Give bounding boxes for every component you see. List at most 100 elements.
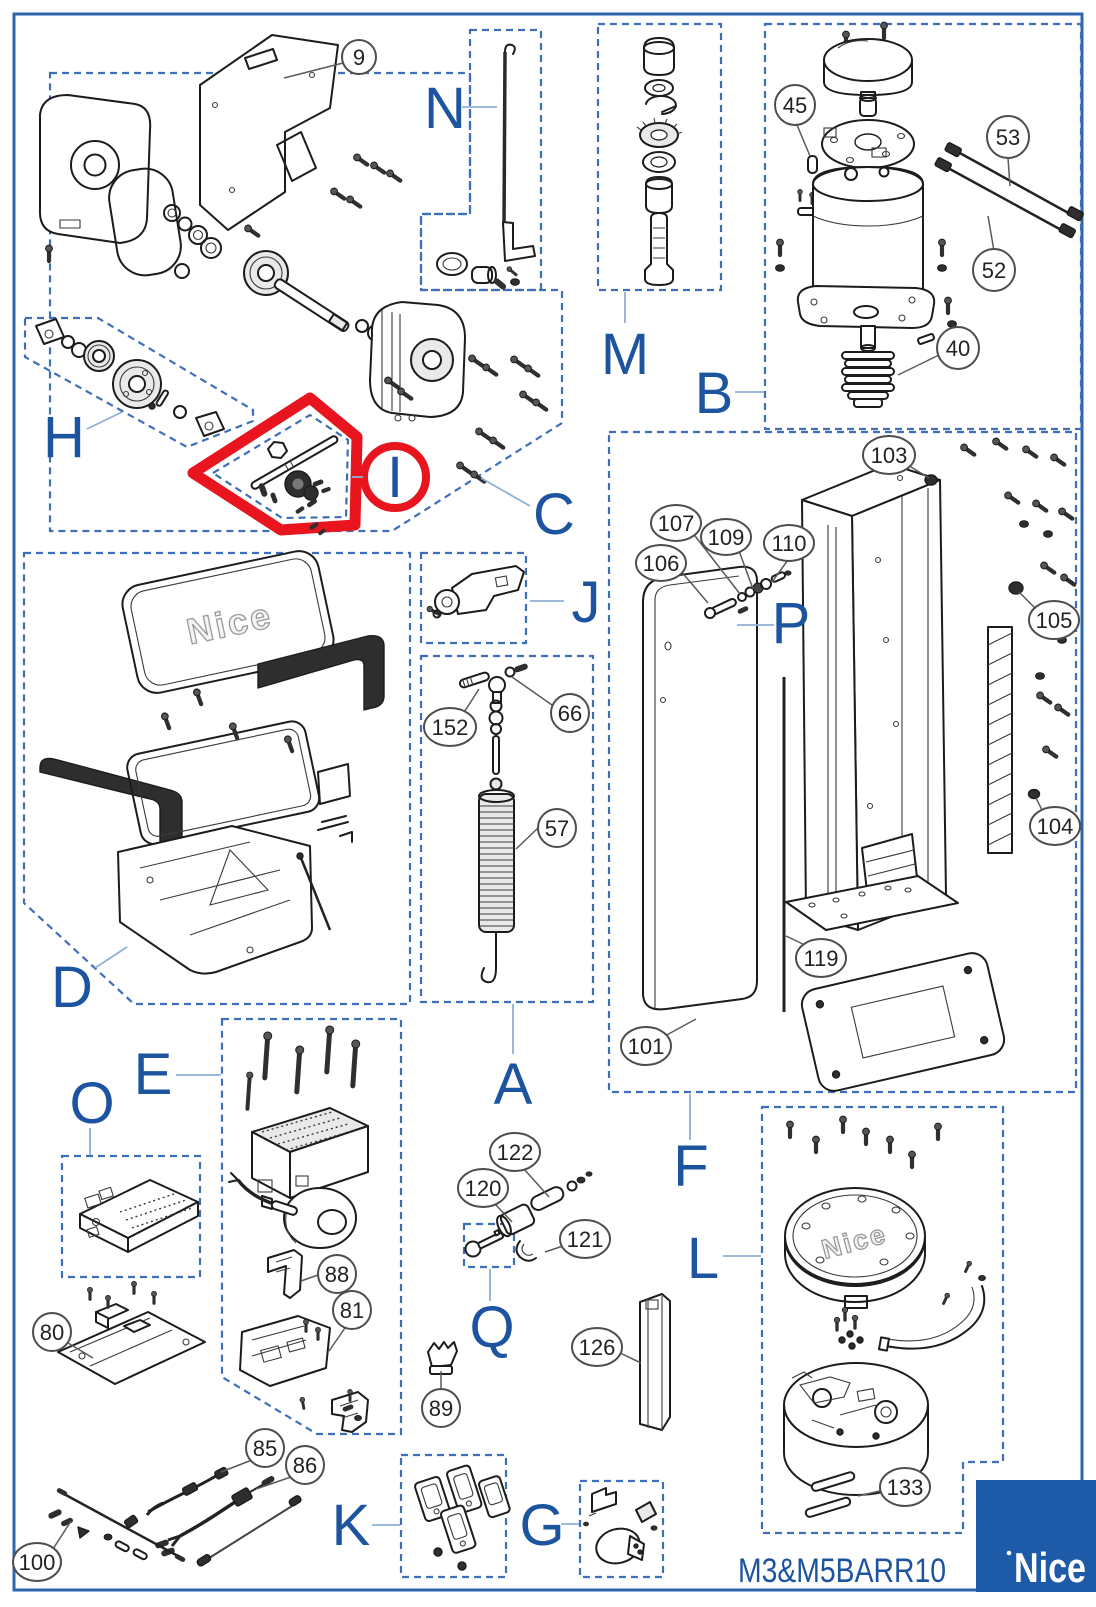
nice-logo-text: Nice <box>1014 1544 1086 1591</box>
section-label-d: D <box>51 955 93 1020</box>
callout-80: 80 <box>32 1312 72 1352</box>
art-release-lever <box>436 43 536 291</box>
part-121-clip <box>515 1240 537 1262</box>
svg-text:81: 81 <box>340 1298 364 1323</box>
svg-text:101: 101 <box>628 1034 665 1059</box>
callouts: 9 45 53 52 40 103 105 104 106 107 109 11… <box>12 39 1081 1582</box>
callout-122: 122 <box>489 1132 541 1172</box>
svg-text:109: 109 <box>708 525 745 550</box>
art-gearbox-exploded <box>38 34 548 484</box>
nice-logo-mark <box>1006 1550 1012 1556</box>
section-label-j: J <box>572 570 601 635</box>
svg-text:121: 121 <box>567 1227 604 1252</box>
part-81-housing <box>239 1315 331 1387</box>
part-101-front-cover <box>642 565 758 1011</box>
svg-text:110: 110 <box>771 531 806 556</box>
svg-text:57: 57 <box>545 816 569 841</box>
section-label-h: H <box>43 405 85 470</box>
callout-126: 126 <box>571 1327 623 1367</box>
section-label-q: Q <box>469 1295 514 1360</box>
section-label-g: G <box>519 1493 564 1558</box>
callout-110: 110 <box>763 524 815 562</box>
art-shaft-stack <box>636 37 683 286</box>
section-box-a <box>419 654 595 1004</box>
callout-66: 66 <box>550 693 590 733</box>
svg-text:52: 52 <box>982 258 1006 283</box>
part-89-grommet <box>427 1341 458 1368</box>
section-box-n <box>419 28 543 292</box>
svg-text:86: 86 <box>293 1453 317 1478</box>
art-control-board <box>79 1179 199 1253</box>
callout-133: 133 <box>879 1467 931 1507</box>
highlight-i-group <box>187 392 430 536</box>
part-105-plug <box>1008 581 1024 595</box>
nice-logo-background <box>976 1480 1096 1592</box>
part-base-gasket <box>800 952 1006 1092</box>
part-88-bracket <box>267 1249 303 1299</box>
label-leader-lines <box>86 106 774 1526</box>
section-box-m <box>596 22 723 292</box>
section-label-f: F <box>673 1134 708 1199</box>
svg-text:88: 88 <box>325 1262 349 1287</box>
section-box-q <box>462 1222 516 1269</box>
part-p-pin-kit <box>704 570 792 619</box>
section-label-i: I <box>387 445 403 510</box>
part-126-profile <box>639 1293 671 1431</box>
callout-9: 9 <box>341 39 377 75</box>
svg-text:100: 100 <box>19 1550 56 1575</box>
svg-text:85: 85 <box>253 1436 277 1461</box>
svg-text:103: 103 <box>871 443 908 468</box>
callout-105: 105 <box>1028 600 1080 640</box>
art-gear-train <box>35 318 225 437</box>
section-label-l: L <box>687 1226 719 1291</box>
section-label-o: O <box>69 1071 114 1136</box>
embossed-logo-lid: Nice <box>183 595 274 653</box>
callout-120: 120 <box>457 1168 509 1208</box>
section-label-b: B <box>695 361 734 426</box>
callout-85: 85 <box>245 1428 285 1468</box>
part-133-pin <box>810 1471 856 1492</box>
section-box-k <box>399 1453 508 1579</box>
part-105-brush-strip <box>987 626 1013 854</box>
callout-40: 40 <box>936 326 980 370</box>
callout-89: 89 <box>421 1388 461 1428</box>
section-box-h <box>23 316 255 449</box>
product-code: M3&M5BARR10 <box>738 1552 946 1590</box>
svg-text:9: 9 <box>353 45 365 70</box>
art-limit-bracket <box>424 565 525 619</box>
section-label-k: K <box>332 1493 371 1558</box>
section-box-l <box>760 1105 1005 1535</box>
callout-45: 45 <box>774 84 816 126</box>
section-label-p: P <box>772 591 811 656</box>
art-cabinet-post <box>642 437 1076 1092</box>
svg-text:120: 120 <box>465 1176 502 1201</box>
section-box-i <box>210 413 350 520</box>
section-box-o <box>60 1154 202 1279</box>
svg-text:126: 126 <box>579 1335 616 1360</box>
svg-text:106: 106 <box>643 551 680 576</box>
art-cabinet-cover: Nice <box>39 550 385 975</box>
callout-101: 101 <box>620 1026 672 1066</box>
callout-100: 100 <box>12 1542 62 1582</box>
art-release-key-kit <box>427 1171 671 1431</box>
callout-119: 119 <box>795 938 847 978</box>
callout-121: 121 <box>559 1219 611 1259</box>
svg-text:133: 133 <box>887 1475 924 1500</box>
section-box-b <box>763 22 1083 431</box>
art-key-covers <box>414 1464 511 1571</box>
part-133-pin-2 <box>804 1496 852 1518</box>
art-unlock-kit <box>583 1487 658 1565</box>
svg-text:80: 80 <box>40 1320 64 1345</box>
callout-53: 53 <box>986 115 1030 159</box>
svg-text:66: 66 <box>558 701 582 726</box>
section-label-a: A <box>494 1052 533 1117</box>
section-labels: A B C D E F G H I J K L M N O P Q <box>43 76 810 1558</box>
callout-81: 81 <box>332 1290 372 1330</box>
section-boxes <box>22 22 1083 1579</box>
art-balancing-spring <box>458 662 529 984</box>
section-label-n: N <box>424 76 466 141</box>
art-spring-holder: Nice <box>783 1116 986 1518</box>
callout-107: 107 <box>650 504 702 542</box>
